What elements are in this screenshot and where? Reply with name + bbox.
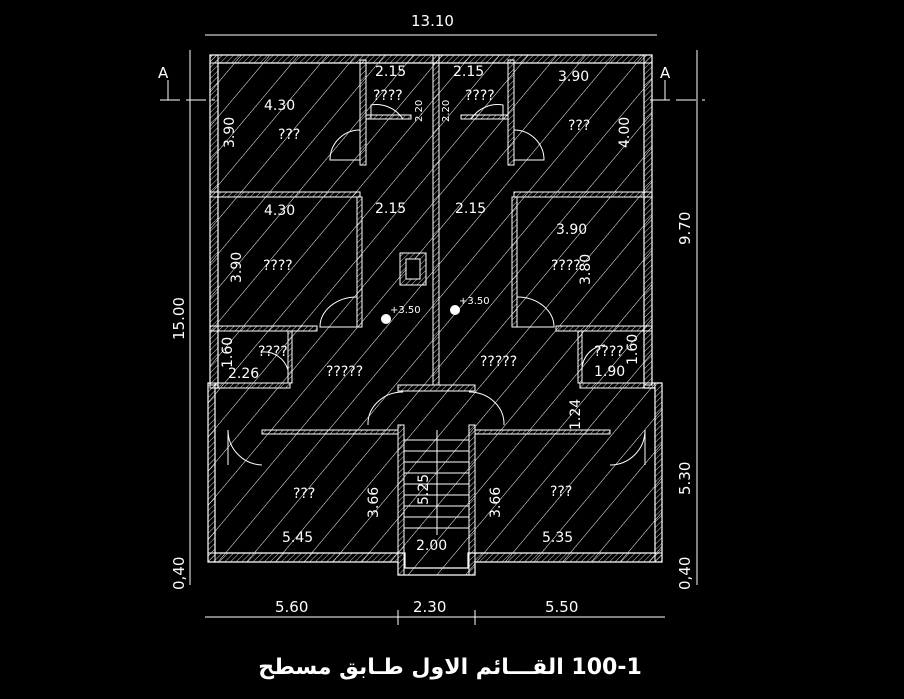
dim-bottom-left-offset: 0,40 <box>170 557 188 590</box>
svg-text:+3.50: +3.50 <box>390 305 421 316</box>
level-marker-left: +3.50 <box>381 305 421 324</box>
svg-text:?????: ????? <box>326 364 363 380</box>
svg-text:3.80: 3.80 <box>578 254 594 285</box>
svg-text:???: ??? <box>568 118 590 134</box>
svg-text:5.25: 5.25 <box>416 474 432 505</box>
doors <box>227 104 646 466</box>
svg-text:2.15: 2.15 <box>375 64 406 80</box>
svg-text:????: ???? <box>551 258 581 274</box>
interior-walls <box>209 54 656 576</box>
svg-text:3.66: 3.66 <box>488 487 504 518</box>
svg-text:5.45: 5.45 <box>282 530 313 546</box>
dim-top: 13.10 <box>411 12 454 30</box>
svg-text:2.20: 2.20 <box>414 100 425 122</box>
svg-text:????: ???? <box>263 258 293 274</box>
svg-text:5.35: 5.35 <box>542 530 573 546</box>
svg-text:???: ??? <box>293 486 315 502</box>
stair <box>404 430 469 535</box>
svg-text:1.90: 1.90 <box>594 364 625 380</box>
svg-text:+3.50: +3.50 <box>459 296 490 307</box>
level-marker-right: +3.50 <box>450 296 490 315</box>
svg-text:2.26: 2.26 <box>228 366 259 382</box>
svg-text:2.15: 2.15 <box>453 64 484 80</box>
section-marker-left: A <box>158 64 169 82</box>
svg-text:????: ???? <box>465 88 495 104</box>
svg-text:4.30: 4.30 <box>264 203 295 219</box>
dim-bottom-right-offset: 0,40 <box>676 557 694 590</box>
dimension-lines <box>160 34 705 625</box>
svg-text:???: ??? <box>278 127 300 143</box>
svg-text:1.60: 1.60 <box>220 337 236 368</box>
room-labels: 4.30 3.90 ??? 2.15 ???? 2.20 2.15 ???? 2… <box>220 64 641 554</box>
svg-text:3.66: 3.66 <box>366 487 382 518</box>
dim-bottom-2: 2.30 <box>413 598 446 616</box>
svg-text:????: ???? <box>258 344 288 360</box>
dim-right-lower: 5.30 <box>676 462 694 495</box>
svg-text:4.00: 4.00 <box>617 117 633 148</box>
dim-right-upper: 9.70 <box>676 212 694 245</box>
svg-text:????: ???? <box>594 344 624 360</box>
svg-text:3.90: 3.90 <box>229 252 245 283</box>
dim-bottom-1: 5.60 <box>275 598 308 616</box>
svg-text:3.90: 3.90 <box>558 69 589 85</box>
svg-text:1.60: 1.60 <box>625 334 641 365</box>
svg-text:2.00: 2.00 <box>416 538 447 554</box>
svg-text:3.90: 3.90 <box>222 117 238 148</box>
svg-text:?????: ????? <box>480 354 517 370</box>
svg-text:????: ???? <box>373 88 403 104</box>
svg-text:2.15: 2.15 <box>455 201 486 217</box>
drawing-title: 100-1 القـــائم الاول طـابق مسطح <box>258 655 642 680</box>
svg-text:1.24: 1.24 <box>568 399 584 430</box>
section-marker-right: A <box>660 64 671 82</box>
svg-text:4.30: 4.30 <box>264 98 295 114</box>
dim-bottom-3: 5.50 <box>545 598 578 616</box>
svg-text:2.15: 2.15 <box>375 201 406 217</box>
svg-text:3.90: 3.90 <box>556 222 587 238</box>
svg-text:???: ??? <box>550 484 572 500</box>
dim-left: 15.00 <box>170 297 188 340</box>
svg-text:2.20: 2.20 <box>441 100 452 122</box>
